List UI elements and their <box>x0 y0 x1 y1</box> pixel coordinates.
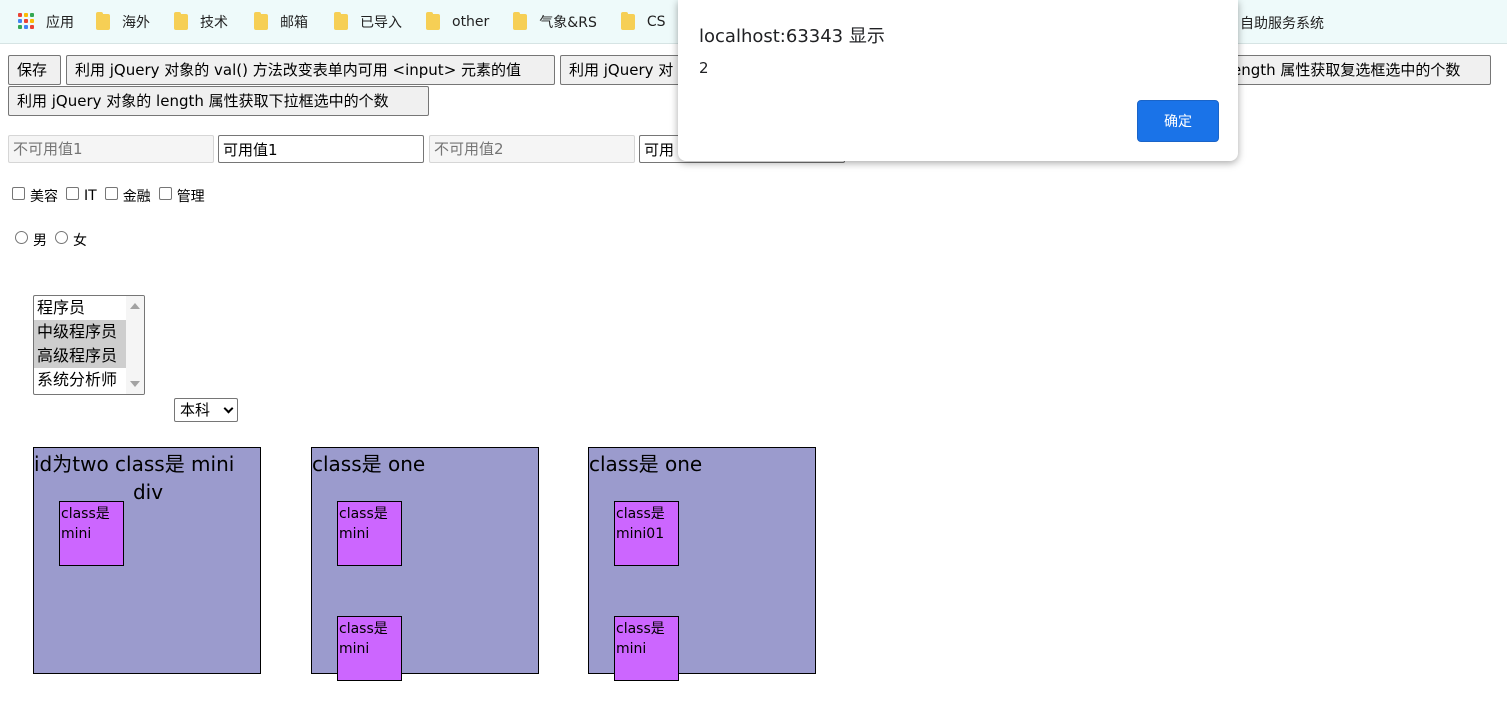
listbox-option-selected[interactable]: 高级程序员 <box>34 344 126 368</box>
folder-icon <box>334 11 348 30</box>
dialog-title: localhost:63343 显示 <box>699 26 885 47</box>
folder-icon <box>174 11 188 30</box>
radio-label: 男 <box>33 233 47 249</box>
gender-radio-group: 男 女 <box>15 230 95 250</box>
bookmark-folder-mail[interactable]: 邮箱 <box>238 8 318 36</box>
dropdown-value: 本科 <box>180 401 211 419</box>
ok-button[interactable]: 确定 <box>1137 100 1219 142</box>
radio-male[interactable]: 男 <box>15 230 47 250</box>
apps-icon <box>18 12 36 31</box>
checkbox-box[interactable] <box>12 186 25 200</box>
select-count-button[interactable]: 利用 jQuery 对象的 length 属性获取下拉框选中的个数 <box>8 86 429 116</box>
bookmark-label: 应用 <box>46 14 74 31</box>
checkbox-count-button[interactable]: ength 属性获取复选框选中的个数 <box>1225 55 1491 85</box>
radio-circle[interactable] <box>15 230 28 244</box>
save-button[interactable]: 保存 <box>8 55 61 85</box>
val-disabled-button[interactable]: 利用 jQuery 对 <box>560 55 690 85</box>
bookmark-label: 邮箱 <box>280 14 308 31</box>
folder-icon <box>254 11 268 30</box>
listbox-scrollbar[interactable] <box>126 296 144 394</box>
checkbox-box[interactable] <box>104 186 118 200</box>
checkbox-box[interactable] <box>66 186 79 200</box>
checkbox-beauty[interactable]: 美容 <box>12 186 58 206</box>
checkbox-label: IT <box>84 188 97 204</box>
bookmark-folder-other[interactable]: other <box>412 8 499 36</box>
div-two-text-line1: id为two class是 mini <box>34 452 235 476</box>
checkbox-it[interactable]: IT <box>66 186 97 204</box>
mini-box: class是 mini <box>337 616 402 681</box>
bookmark-self-service[interactable]: 自助服务系统 <box>1240 16 1324 32</box>
hobby-checkbox-group: 美容 IT 金融 管理 <box>12 186 213 206</box>
bookmark-label: 技术 <box>200 14 228 31</box>
scroll-down-icon[interactable] <box>130 381 140 387</box>
scroll-up-icon[interactable] <box>130 303 140 309</box>
disabled-input-1 <box>8 135 214 163</box>
div-one-text: class是 one <box>312 452 426 476</box>
bookmark-folder-cs[interactable]: CS <box>607 8 676 36</box>
checkbox-management[interactable]: 管理 <box>158 186 205 206</box>
mini-box: class是 mini <box>614 616 679 681</box>
div-one-a: class是 one class是 mini class是 mini <box>311 447 539 681</box>
chevron-down-icon <box>223 403 234 414</box>
bookmark-label: 气象&RS <box>539 14 597 31</box>
bookmark-label: CS <box>646 13 666 30</box>
radio-female[interactable]: 女 <box>55 230 87 250</box>
enabled-input-1[interactable] <box>218 135 424 163</box>
mini-box: class是 mini <box>59 501 124 566</box>
listbox-option-selected[interactable]: 中级程序员 <box>34 320 126 344</box>
checkbox-label: 管理 <box>176 189 205 205</box>
mini01-box: class是 mini01 <box>614 501 679 566</box>
dialog-message: 2 <box>699 59 709 77</box>
listbox-option[interactable]: 系统分析师 <box>37 370 118 389</box>
folder-icon <box>426 11 440 30</box>
job-listbox[interactable]: 程序员 中级程序员 高级程序员 系统分析师 <box>33 295 145 395</box>
radio-label: 女 <box>73 233 87 249</box>
folder-icon <box>96 11 110 30</box>
bookmark-label: other <box>452 13 490 30</box>
alert-dialog: localhost:63343 显示 2 确定 <box>678 0 1238 161</box>
div-two: id为two class是 mini div class是 mini <box>33 447 261 674</box>
bookmark-folder-overseas[interactable]: 海外 <box>84 8 160 36</box>
checkbox-finance[interactable]: 金融 <box>104 186 151 206</box>
bookmark-label: 海外 <box>122 14 150 31</box>
folder-icon <box>513 11 528 30</box>
val-enabled-button[interactable]: 利用 jQuery 对象的 val() 方法改变表单内可用 <input> 元素… <box>66 55 555 85</box>
bookmark-apps[interactable]: 应用 <box>0 8 84 36</box>
folder-icon <box>620 11 635 30</box>
div-two-text: id为two class是 mini div <box>34 450 262 506</box>
div-one-b: class是 one class是 mini01 class是 mini <box>588 447 816 681</box>
mini-box: class是 mini <box>337 501 402 566</box>
bookmark-folder-tech[interactable]: 技术 <box>160 8 238 36</box>
radio-circle[interactable] <box>55 230 68 244</box>
disabled-input-2 <box>429 135 635 163</box>
education-dropdown[interactable]: 本科 <box>174 398 238 422</box>
checkbox-label: 金融 <box>122 189 151 205</box>
bookmark-label: 已导入 <box>360 14 402 31</box>
div-two-text-line2: div <box>132 480 164 504</box>
listbox-option[interactable]: 程序员 <box>37 298 86 317</box>
checkbox-label: 美容 <box>30 189 58 205</box>
bookmark-folder-weather[interactable]: 气象&RS <box>499 8 607 36</box>
checkbox-box[interactable] <box>158 186 172 200</box>
bookmark-folder-imported[interactable]: 已导入 <box>318 8 412 36</box>
div-one-text: class是 one <box>589 452 703 476</box>
